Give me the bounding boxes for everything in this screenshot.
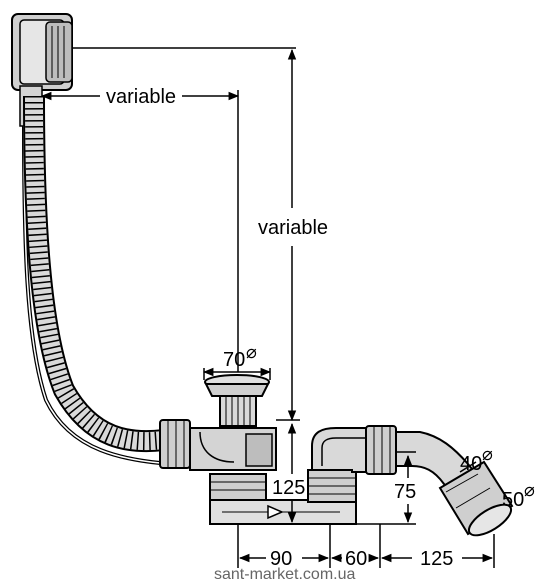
dimension-lines (40, 47, 495, 568)
pipe-50-symbol: ⌀ (524, 480, 535, 500)
trap-riser (307, 427, 373, 503)
drain-body (189, 427, 277, 501)
label-height-125: 125 (272, 477, 305, 499)
watermark: sant-market.com.ua (214, 566, 355, 583)
pipe-40-value: 40 (460, 453, 482, 475)
hose-nut (159, 419, 191, 469)
label-pipe-40: 40 ⌀ (460, 444, 493, 475)
outlet-elbow (365, 425, 514, 537)
pipe-50-value: 50 (502, 489, 524, 511)
drain-outlet (204, 374, 270, 427)
label-variable-vertical: variable (258, 217, 328, 239)
label-dist-90: 90 (270, 548, 292, 570)
label-dist-125: 125 (420, 548, 453, 570)
corrugated-hose (23, 95, 166, 453)
label-dist-60: 60 (345, 548, 367, 570)
label-outlet-diameter: 70 ⌀ (223, 342, 257, 371)
label-height-75: 75 (394, 481, 416, 503)
outlet-diameter-value: 70 (223, 349, 245, 371)
pipe-40-symbol: ⌀ (482, 444, 493, 464)
label-pipe-50: 50 ⌀ (502, 480, 535, 511)
outlet-diameter-symbol: ⌀ (246, 342, 257, 362)
trap-base (209, 499, 357, 525)
label-variable-horizontal: variable (106, 86, 176, 108)
